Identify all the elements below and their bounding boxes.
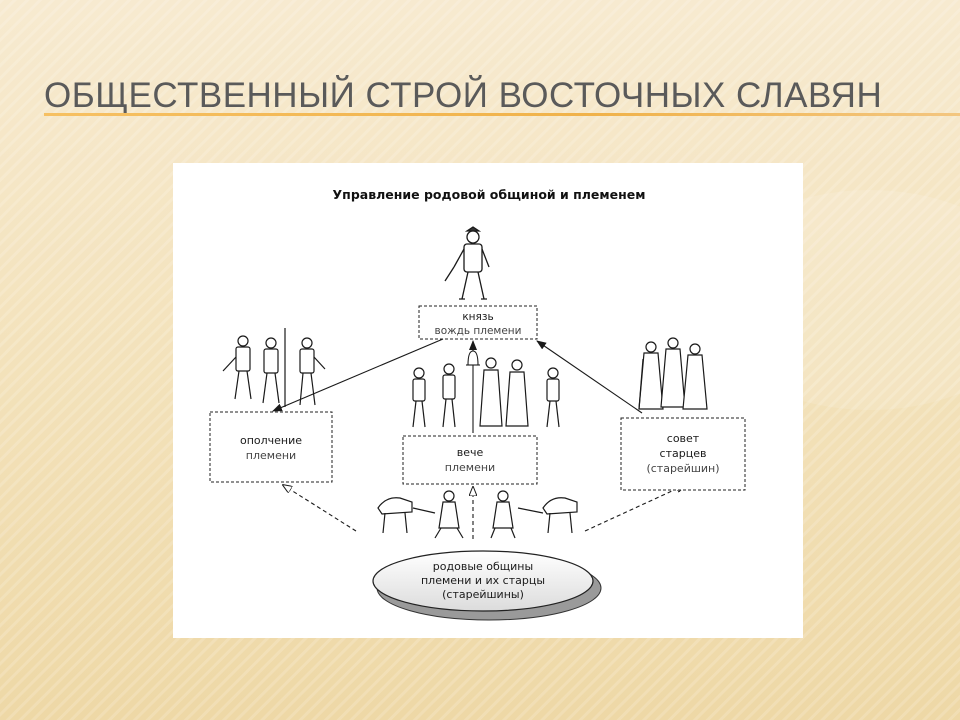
council-label-2: старцев: [660, 447, 707, 460]
veche-sublabel: племени: [445, 461, 495, 474]
diagram: Управление родовой общиной и племенем к: [209, 187, 746, 621]
title-underline: [44, 113, 960, 116]
bell-icon: [466, 350, 480, 366]
ploughing-figures-icon: [377, 490, 578, 539]
militia-figures-icon: [222, 328, 326, 407]
communities-node: родовые общины племени и их старцы (стар…: [372, 550, 602, 621]
council-label: совет: [667, 432, 700, 445]
arrow-council-to-prince: [536, 340, 643, 414]
militia-label: ополчение: [240, 434, 302, 447]
slide-title: ОБЩЕСТВЕННЫЙ СТРОЙ ВОСТОЧНЫХ СЛАВЯН: [44, 76, 883, 115]
diagram-panel: Управление родовой общиной и племенем к: [173, 163, 803, 638]
militia-sublabel: племени: [246, 449, 296, 462]
veche-crowd-icon: [412, 357, 560, 428]
council-node: совет старцев (старейшин): [620, 417, 746, 491]
council-sublabel: (старейшин): [646, 462, 719, 475]
prince-node: князь вождь племени: [418, 305, 538, 340]
diagram-title: Управление родовой общиной и племенем: [333, 187, 646, 202]
arrow-communities-to-council: [584, 485, 685, 532]
veche-label: вече: [457, 446, 484, 459]
arrow-communities-to-militia: [283, 485, 357, 532]
communities-label-2: племени и их старцы: [421, 574, 545, 587]
prince-sublabel: вождь племени: [435, 325, 522, 337]
veche-node: вече племени: [402, 435, 538, 485]
arrow-prince-to-militia: [272, 338, 444, 412]
connection-arrows: [272, 338, 685, 539]
communities-sublabel: (старейшины): [442, 588, 524, 601]
elders-figures-icon: [638, 337, 708, 410]
prince-figure-icon: [444, 226, 490, 300]
prince-label: князь: [462, 311, 493, 323]
communities-label: родовые общины: [433, 560, 533, 573]
militia-node: ополчение племени: [209, 411, 333, 483]
